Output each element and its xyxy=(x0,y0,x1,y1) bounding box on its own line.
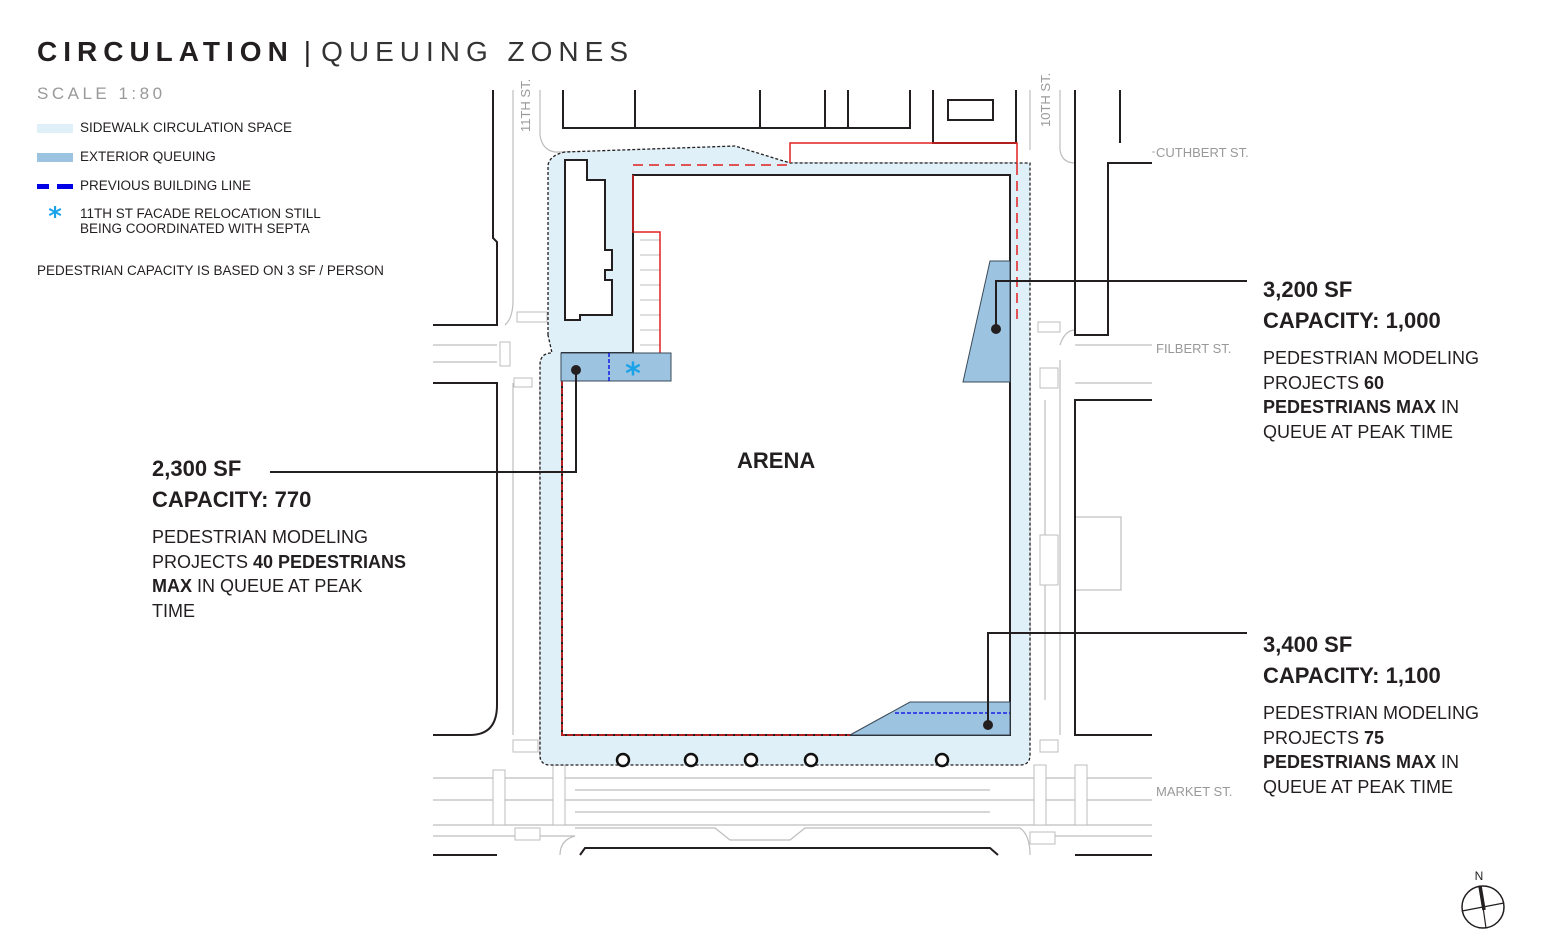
previous-building-line xyxy=(608,353,1010,714)
10th-st-label: 10TH ST. xyxy=(1038,73,1053,127)
11th-st-label: 11TH ST. xyxy=(518,79,533,132)
legend-sidewalk: SIDEWALK CIRCULATION SPACE xyxy=(37,120,292,135)
cuthbert-st-label: CUTHBERT ST. xyxy=(1156,145,1249,160)
legend-swatch xyxy=(37,153,73,162)
market-st-label: MARKET ST. xyxy=(1156,784,1233,799)
zone-capacity: CAPACITY: 1,000 xyxy=(1263,308,1441,333)
queue-zone-10th-st xyxy=(962,260,1011,383)
existing-building xyxy=(564,159,613,321)
street-trees xyxy=(615,752,950,768)
title-sub: QUEUING ZONES xyxy=(321,36,634,67)
arena-label: ARENA xyxy=(737,448,816,473)
filbert-st-label: FILBERT ST. xyxy=(1156,341,1232,356)
legend-label: EXTERIOR QUEUING xyxy=(80,149,216,164)
zone-area: 3,400 SF xyxy=(1263,632,1353,657)
zone-area: 2,300 SF xyxy=(152,456,242,481)
asterisk-icon: * xyxy=(48,202,62,232)
legend-label: PREVIOUS BUILDING LINE xyxy=(80,178,252,193)
page-title: CIRCULATION | QUEUING ZONES xyxy=(37,36,634,68)
callout-dots xyxy=(571,324,1001,730)
dashed-line-icon xyxy=(37,184,73,189)
queue-zone-market-st xyxy=(849,701,1011,736)
building-outlines xyxy=(433,90,1152,856)
legend-queuing: EXTERIOR QUEUING xyxy=(37,149,216,164)
legend-swatch xyxy=(37,124,73,133)
parking-stripes xyxy=(640,239,660,346)
legend-label: SIDEWALK CIRCULATION SPACE xyxy=(80,120,293,135)
north-arrow-icon xyxy=(1461,885,1505,929)
callout-leaders xyxy=(270,280,1247,725)
property-line xyxy=(561,142,1018,736)
callout-zone-11th-st: 2,300 SF CAPACITY: 770 PEDESTRIAN MODELI… xyxy=(152,453,412,623)
zone-capacity: CAPACITY: 1,100 xyxy=(1263,663,1441,688)
asterisk-icon: * xyxy=(625,357,641,392)
title-main: CIRCULATION xyxy=(37,36,294,67)
title-separator: | xyxy=(303,36,312,67)
callout-zone-10th-st: 3,200 SF CAPACITY: 1,000 PEDESTRIAN MODE… xyxy=(1263,274,1503,444)
legend-previous-building-line: PREVIOUS BUILDING LINE xyxy=(37,178,251,193)
capacity-note: PEDESTRIAN CAPACITY IS BASED ON 3 SF / P… xyxy=(37,263,384,278)
exterior-queuing-zones xyxy=(560,260,1011,736)
callout-zone-market-st: 3,400 SF CAPACITY: 1,100 PEDESTRIAN MODE… xyxy=(1263,629,1503,799)
crosswalks xyxy=(492,311,1088,845)
north-label: N xyxy=(1475,869,1484,883)
zone-area: 3,200 SF xyxy=(1263,277,1353,302)
scale-label: SCALE 1:80 xyxy=(37,84,166,103)
zone-capacity: CAPACITY: 770 xyxy=(152,487,312,512)
